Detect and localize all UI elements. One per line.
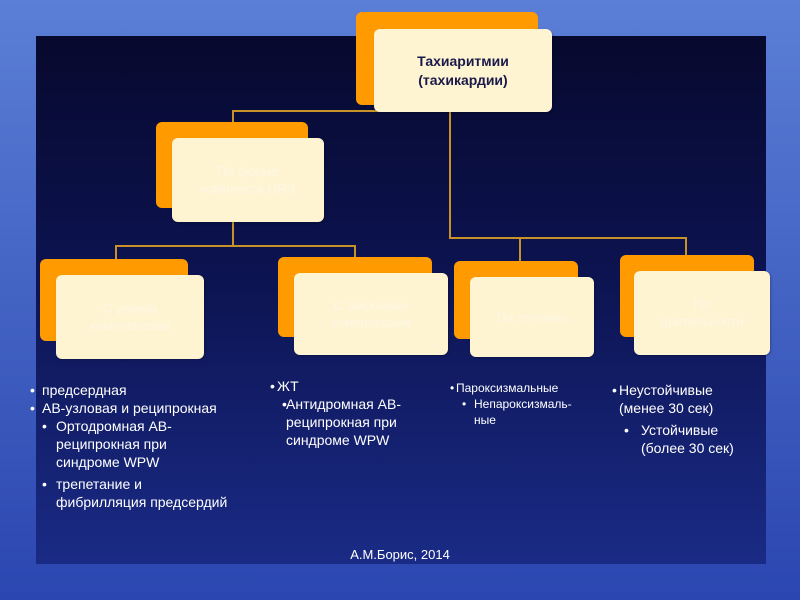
narrow-list-item: Ортодромная АВ- реципрокная при синдроме…	[30, 417, 280, 471]
title-node-label: Тахиаритмии (тахикардии)	[417, 52, 509, 88]
connector-course-vertical	[519, 237, 521, 261]
course-node: По течению	[470, 277, 594, 357]
connector-narrow-vertical	[115, 245, 117, 259]
connector-top-vertical	[449, 112, 451, 238]
title-node: Тахиаритмии (тахикардии)	[374, 29, 552, 112]
wide-node: С широкими комплексами	[294, 273, 448, 355]
narrow-list-item: предсердная	[30, 381, 280, 399]
duration-list-item: Неустойчивые (менее 30 сек)	[612, 381, 772, 417]
duration-node: По длительности	[634, 271, 770, 355]
connector-level2-horizontal	[449, 237, 686, 239]
course-list-item: Непароксизмаль- ные	[450, 396, 610, 428]
narrow-node: С узкими комплексами	[56, 275, 204, 359]
duration-list-item: Устойчивые (более 30 сек)	[612, 421, 772, 457]
connector-wide-vertical	[354, 245, 356, 257]
narrow-list: предсердная АВ-узловая и реципрокная Орт…	[30, 381, 280, 511]
connector-form-vertical	[232, 110, 234, 122]
course-node-label: По течению	[496, 309, 568, 325]
connector-form-down	[232, 222, 234, 246]
footer-author: А.М.Борис, 2014	[350, 547, 450, 562]
course-list: Пароксизмальные Непароксизмаль- ные	[450, 380, 610, 428]
form-node: По форме комплекса QRS	[172, 138, 324, 222]
narrow-list-item: трепетание и фибрилляция предсердий	[30, 475, 280, 511]
narrow-list-item: АВ-узловая и реципрокная	[30, 399, 280, 417]
wide-list-item: ЖТ	[270, 377, 450, 395]
duration-node-label: По длительности	[660, 297, 744, 329]
form-node-label: По форме комплекса QRS	[200, 164, 296, 196]
course-list-item: Пароксизмальные	[450, 380, 610, 396]
duration-list: Неустойчивые (менее 30 сек) Устойчивые (…	[612, 381, 772, 457]
wide-list: ЖТ Антидромная АВ- реципрокная при синдр…	[270, 377, 450, 449]
wide-node-label: С широкими комплексами	[331, 298, 411, 330]
connector-form-horizontal	[233, 110, 451, 112]
connector-form-children-horizontal	[116, 245, 355, 247]
connector-duration-vertical	[685, 237, 687, 255]
narrow-node-label: С узкими комплексами	[90, 301, 170, 333]
wide-list-item: Антидромная АВ- реципрокная при синдроме…	[270, 395, 450, 449]
